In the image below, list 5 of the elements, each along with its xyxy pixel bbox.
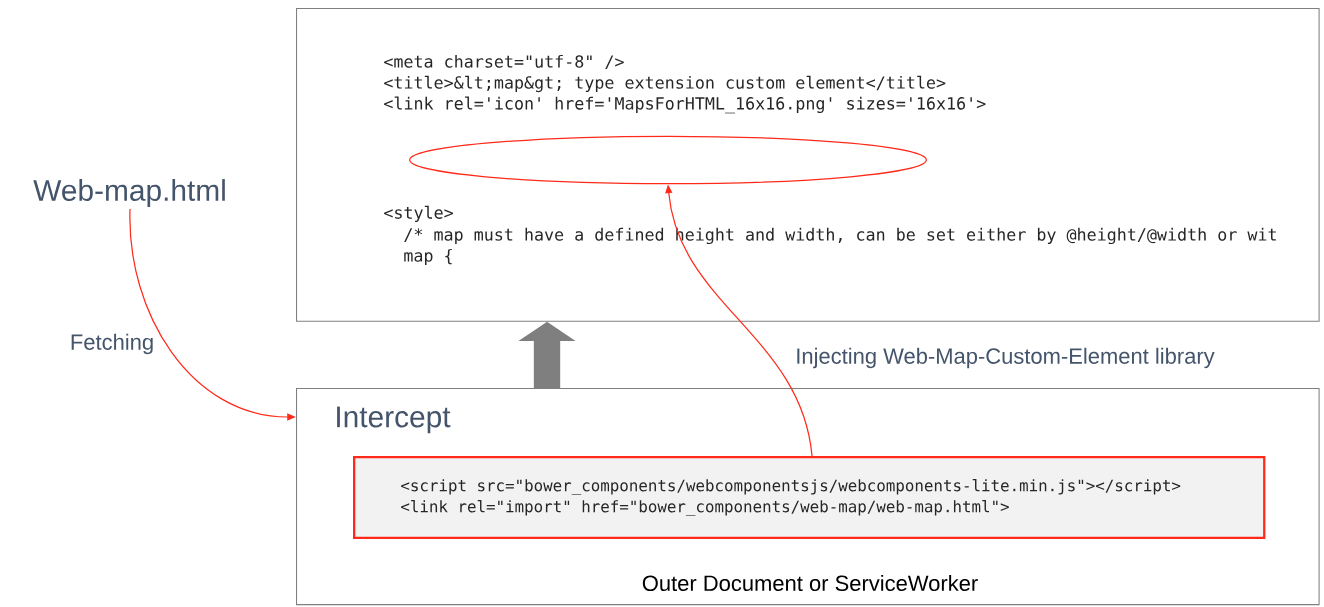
code-box: <script src="bower_components/webcomponentsjs/webcomponents-lite.min.js"></script> <link rel="import" href="bower_components/web-map/web-map.html"> — [353, 456, 1266, 540]
edge-label: Fetching — [71, 333, 153, 355]
file-name: Web-map.html — [33, 179, 225, 207]
edge-label: Injecting Web-Map-Custom-Element library — [797, 347, 1215, 369]
highlight-ellipse — [409, 135, 927, 185]
